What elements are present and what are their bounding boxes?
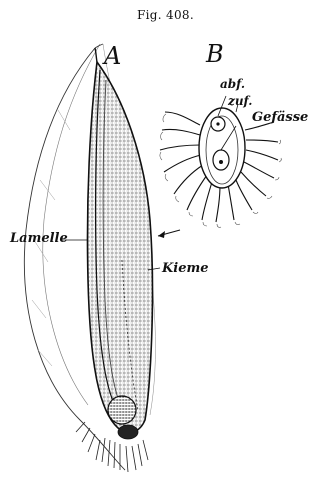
pointer-arrow [158,230,180,238]
label-abf: abf. [220,78,245,90]
panel-label-b: B [206,42,224,66]
label-lamelle: Lamelle [10,232,68,245]
label-zuf: zuf. [228,95,252,107]
label-kieme: Kieme [162,262,209,275]
label-gefaesse: Gefässe [252,111,308,124]
kieme-body [87,48,152,439]
panel-label-a: A [104,44,121,68]
